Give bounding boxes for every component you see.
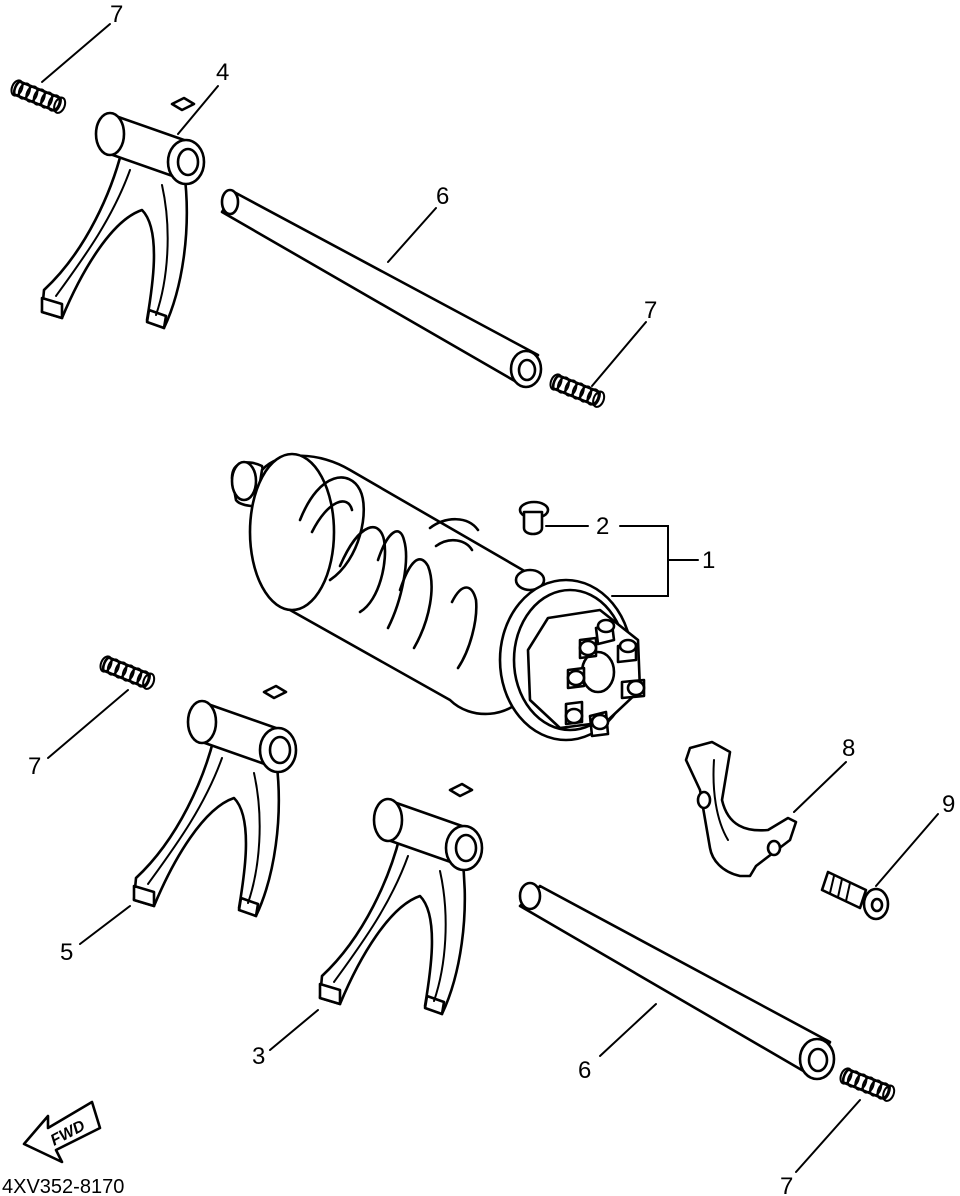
spring-top-left (8, 77, 69, 116)
callout-6-top: 6 (436, 183, 449, 210)
callout-9: 9 (942, 791, 955, 818)
forward-arrow: FWD (22, 1100, 102, 1164)
callout-5: 5 (60, 939, 73, 966)
bolt-9 (820, 870, 890, 921)
drum-pin-2 (518, 500, 550, 536)
callout-7-bottom-right: 7 (780, 1173, 793, 1196)
guide-bar-bottom (518, 881, 836, 1081)
shift-fork-5 (132, 684, 298, 918)
stopper-plate-8 (684, 740, 798, 878)
callout-3: 3 (252, 1043, 265, 1070)
guide-bar-top (220, 188, 543, 389)
drum-pins (564, 618, 646, 738)
spring-mid-left (97, 653, 158, 692)
callout-7-mid-left: 7 (28, 753, 41, 780)
callout-1: 1 (702, 547, 715, 574)
spring-bottom-right (837, 1065, 898, 1104)
callout-8: 8 (842, 735, 855, 762)
callout-6-bottom: 6 (578, 1057, 591, 1084)
callout-2: 2 (596, 513, 609, 540)
diagram-code: 4XV352-8170 (2, 1176, 124, 1196)
callout-7-top-right: 7 (644, 297, 657, 324)
leader-lines (41, 23, 939, 1173)
callout-4: 4 (216, 59, 229, 86)
callout-7-top-left: 7 (110, 1, 123, 28)
shift-drum-assembly (230, 452, 646, 742)
shift-fork-3 (318, 782, 484, 1016)
callout-labels: 7 4 6 7 2 1 7 8 9 5 3 6 7 (28, 1, 955, 1196)
